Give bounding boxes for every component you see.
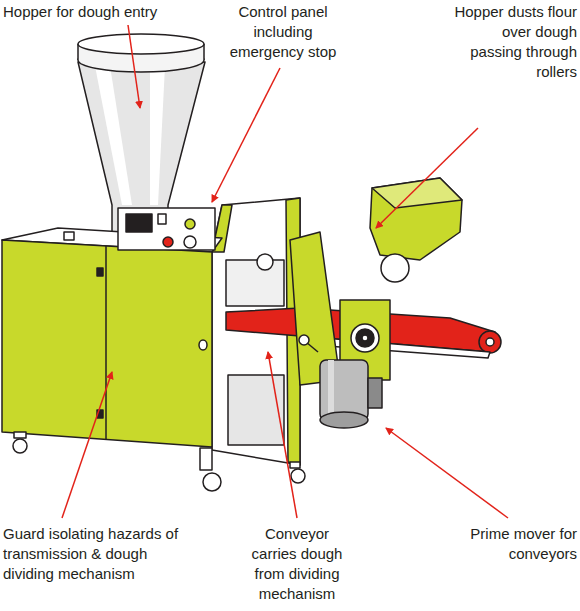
callout-label: Prime mover for conveyors — [447, 524, 577, 564]
callout-label: Conveyor carries dough from dividing mec… — [245, 524, 349, 604]
callout-label: Hopper for dough entry — [3, 2, 203, 22]
callout-label: Control panel including emergency stop — [218, 2, 348, 62]
callout-label: Guard isolating hazards of transmission … — [3, 524, 188, 584]
callout-label: Hopper dusts flour over dough passing th… — [453, 2, 577, 82]
